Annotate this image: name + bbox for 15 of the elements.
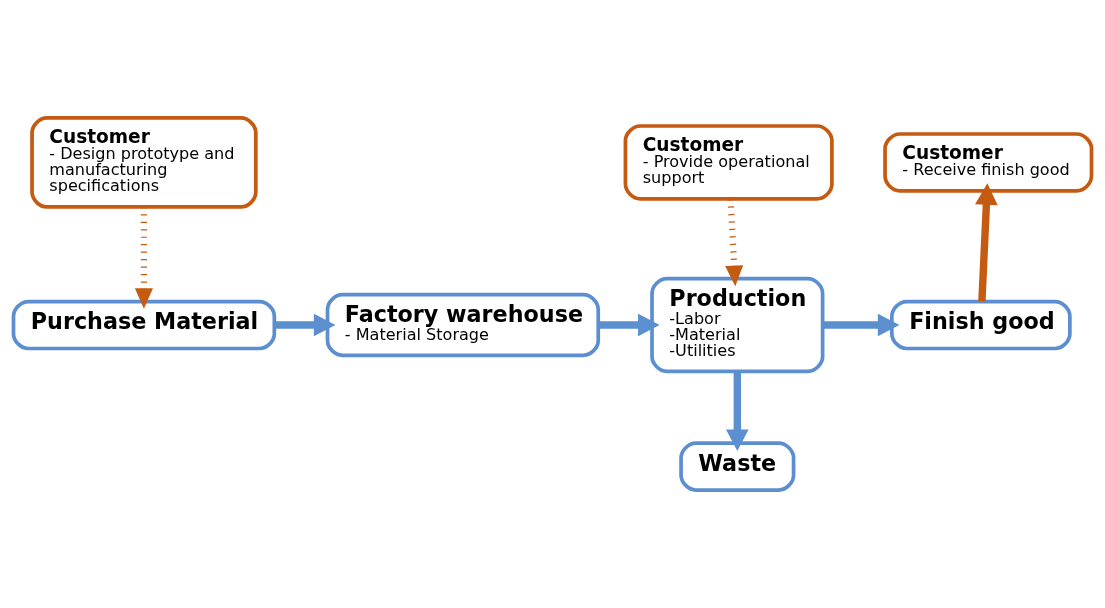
arrow <box>726 371 749 451</box>
node-box: Customer - Provide operational support <box>623 124 834 201</box>
node-box: Purchase Material <box>11 299 277 351</box>
node-box: Production -Labor -Material -Utilities <box>650 276 825 374</box>
arrow <box>975 183 998 302</box>
node-box: Customer - Receive finish good <box>883 132 1094 193</box>
arrow <box>822 313 900 337</box>
arrow <box>274 313 336 337</box>
node-box: Waste <box>679 441 796 492</box>
node-box: Customer - Design prototype and manufacturing specifications <box>30 116 258 209</box>
arrow <box>598 313 660 337</box>
arrow <box>725 199 744 287</box>
arrow <box>134 207 153 309</box>
node-box: Factory warehouse - Material Storage <box>325 292 601 358</box>
node-box: Finish good <box>890 299 1072 351</box>
